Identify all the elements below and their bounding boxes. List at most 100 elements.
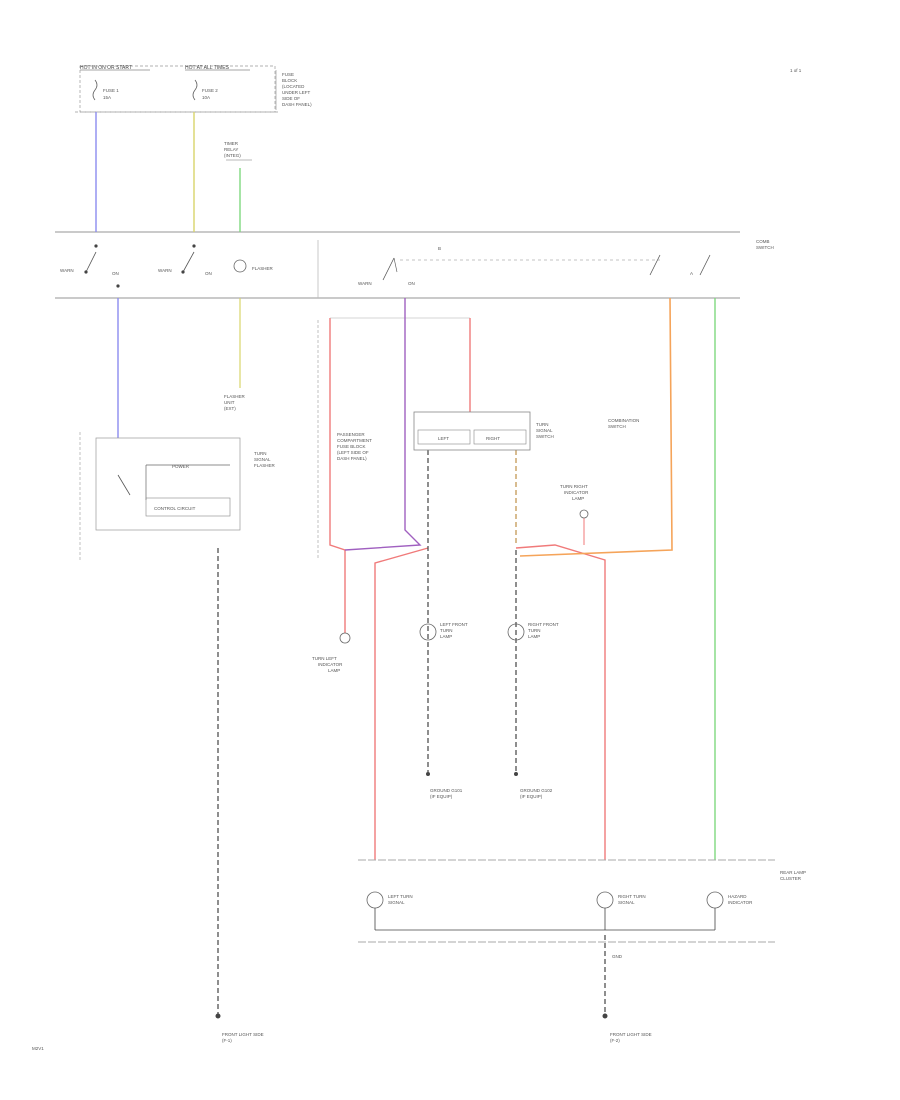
passenger-line-1: PASSENGER [337,432,365,437]
passenger-line-2: COMPARTMENT [337,438,372,443]
rear-third-2: INDICATOR [728,900,753,905]
front-turn-lamps: LEFT FRONT TURN LAMP RIGHT FRONT TURN LA… [419,622,559,641]
turn-switch-title-1: TURN [536,422,549,427]
fuse-b-amp: 10A [202,95,210,100]
turn-signal-switch: LEFT RIGHT TURN SIGNAL SWITCH [413,411,554,451]
passenger-compartment-note: PASSENGER COMPARTMENT FUSE BLOCK (LEFT S… [317,320,372,560]
fuse-block: HOT IN ON OR START HOT AT ALL TIMES FUSE… [75,65,312,113]
page-reference: 1 of 1 [790,68,802,73]
left-front-lamp-icon [419,623,437,641]
flasher-ground: FLASHER UNIT (EXT) [224,394,246,411]
note-line-4: UNDER LEFT [282,90,311,95]
hot-all-times-label: HOT AT ALL TIMES [185,65,230,71]
fuse-a-label: FUSE 1 [103,88,119,93]
connector-line-2: RELAY [224,147,238,152]
flasher-bulb-icon [233,259,247,273]
turn-left-indicator: TURN LEFT INDICATOR LAMP [312,632,351,673]
bottom-left-1: FRONT LIGHT SIDE [222,1032,264,1037]
ground-left-2: (IF EQUIP) [430,794,453,799]
indicator-left-1: TURN LEFT [312,656,337,661]
flasher-title-3: FLASHER [254,463,276,468]
indicator-left-2: INDICATOR [318,662,343,667]
switch1-on: ON [112,271,119,276]
turn-switch-title-3: SWITCH [536,434,554,439]
note-line-3: (LOCATED [282,84,305,89]
note-line-5: SIDE OF [282,96,300,101]
hazard-lamp-icon [706,891,724,909]
bottom-right-2: (F-2) [610,1038,620,1043]
rear-third-1: HAZARD [728,894,747,899]
flasher-power-label: POWER [172,464,190,469]
page-code: M2V1 [32,1046,44,1051]
timer-relay-connector: TIMER RELAY (INTEG) [224,141,252,161]
flasher-title-2: SIGNAL [254,457,271,462]
combination-note-2: SWITCH [608,424,626,429]
ground-left-dot [426,772,430,776]
fuse-b-symbol [192,79,198,101]
fuse-a-symbol [92,79,98,101]
flasher-label: FLASHER [252,266,274,271]
right-front-lamp-icon [507,623,525,641]
switch3-on: ON [408,281,415,286]
gnd-label: GND [612,954,623,959]
ground-right-2: (IF EQUIP) [520,794,543,799]
bottom-right-dot [602,1013,608,1019]
ground-notes: GROUND G101 (IF EQUIP) GROUND G102 (IF E… [430,788,553,799]
right-rear-lamp-icon [596,891,614,909]
flasher-ground-line-3: (EXT) [224,406,236,411]
note-line-2: BLOCK [282,78,297,83]
right-front-2: TURN [528,628,541,633]
rear-connector-1: REAR LAMP [780,870,806,875]
passenger-line-4: (LEFT SIDE OF [337,450,369,455]
flasher-ground-line-2: UNIT [224,400,235,405]
rear-left-2: SIGNAL [388,900,405,905]
turn-switch-title-2: SIGNAL [536,428,553,433]
fuse-b-label: FUSE 2 [202,88,218,93]
indicator-right-3: LAMP [572,496,584,501]
connector-line-1: TIMER [224,141,239,146]
comb-switch-line-1: COMB [756,239,770,244]
wire-purple [344,298,422,551]
note-line-1: FUSE [282,72,294,77]
note-line-6: DASH PANEL) [282,102,312,107]
rear-lamp-cluster: REAR LAMP CLUSTER LEFT TURN SIGNAL RIGHT… [358,859,806,959]
wire-pink-rear-right [515,544,606,860]
combination-note: COMBINATION SWITCH [608,418,639,429]
right-front-1: RIGHT FRONT [528,622,559,627]
flasher-title-1: TURN [254,451,267,456]
switch1-warn: WARN [60,268,74,273]
flasher-ground-line-1: FLASHER [224,394,246,399]
bottom-left-2: (F-1) [222,1038,232,1043]
turn-signal-flasher: POWER CONTROL CIRCUIT TURN SIGNAL FLASHE… [79,432,276,560]
switch3-warn: WARN [358,281,372,286]
rear-connector-2: CLUSTER [780,876,802,881]
indicator-left-bulb-icon [339,632,351,644]
bottom-notes: FRONT LIGHT SIDE (F-1) FRONT LIGHT SIDE … [222,1032,652,1043]
ground-right-dot [514,772,518,776]
switch2-warn: WARN [158,268,172,273]
left-front-2: TURN [440,628,453,633]
flasher-control-label: CONTROL CIRCUIT [154,506,196,511]
indicator-right-2: INDICATOR [564,490,589,495]
switch-b-label: B [438,246,441,251]
wire-orange [519,297,673,557]
comb-switch-line-2: SWITCH [756,245,774,250]
wires [95,112,716,1015]
combination-switch: COMB SWITCH WARN ON WARN ON FLASHER WARN… [55,231,774,299]
passenger-line-5: DASH PANEL) [337,456,367,461]
rear-right-1: RIGHT TURN [618,894,646,899]
switch2-on: ON [205,271,212,276]
wire-pink-left [329,318,346,633]
switch-a-label: A [690,271,693,276]
rear-right-2: SIGNAL [618,900,635,905]
wire-pink-rear-left [374,547,429,860]
turn-right-indicator: TURN RIGHT INDICATOR LAMP [560,484,589,519]
indicator-right-bulb-icon [579,509,589,519]
ground-right-1: GROUND G102 [520,788,553,793]
switch-right-label: RIGHT [486,436,500,441]
fuse-block-note: FUSE BLOCK (LOCATED UNDER LEFT SIDE OF D… [282,72,312,107]
indicator-left-3: LAMP [328,668,340,673]
ground-left-1: GROUND G101 [430,788,463,793]
passenger-line-3: FUSE BLOCK [337,444,366,449]
